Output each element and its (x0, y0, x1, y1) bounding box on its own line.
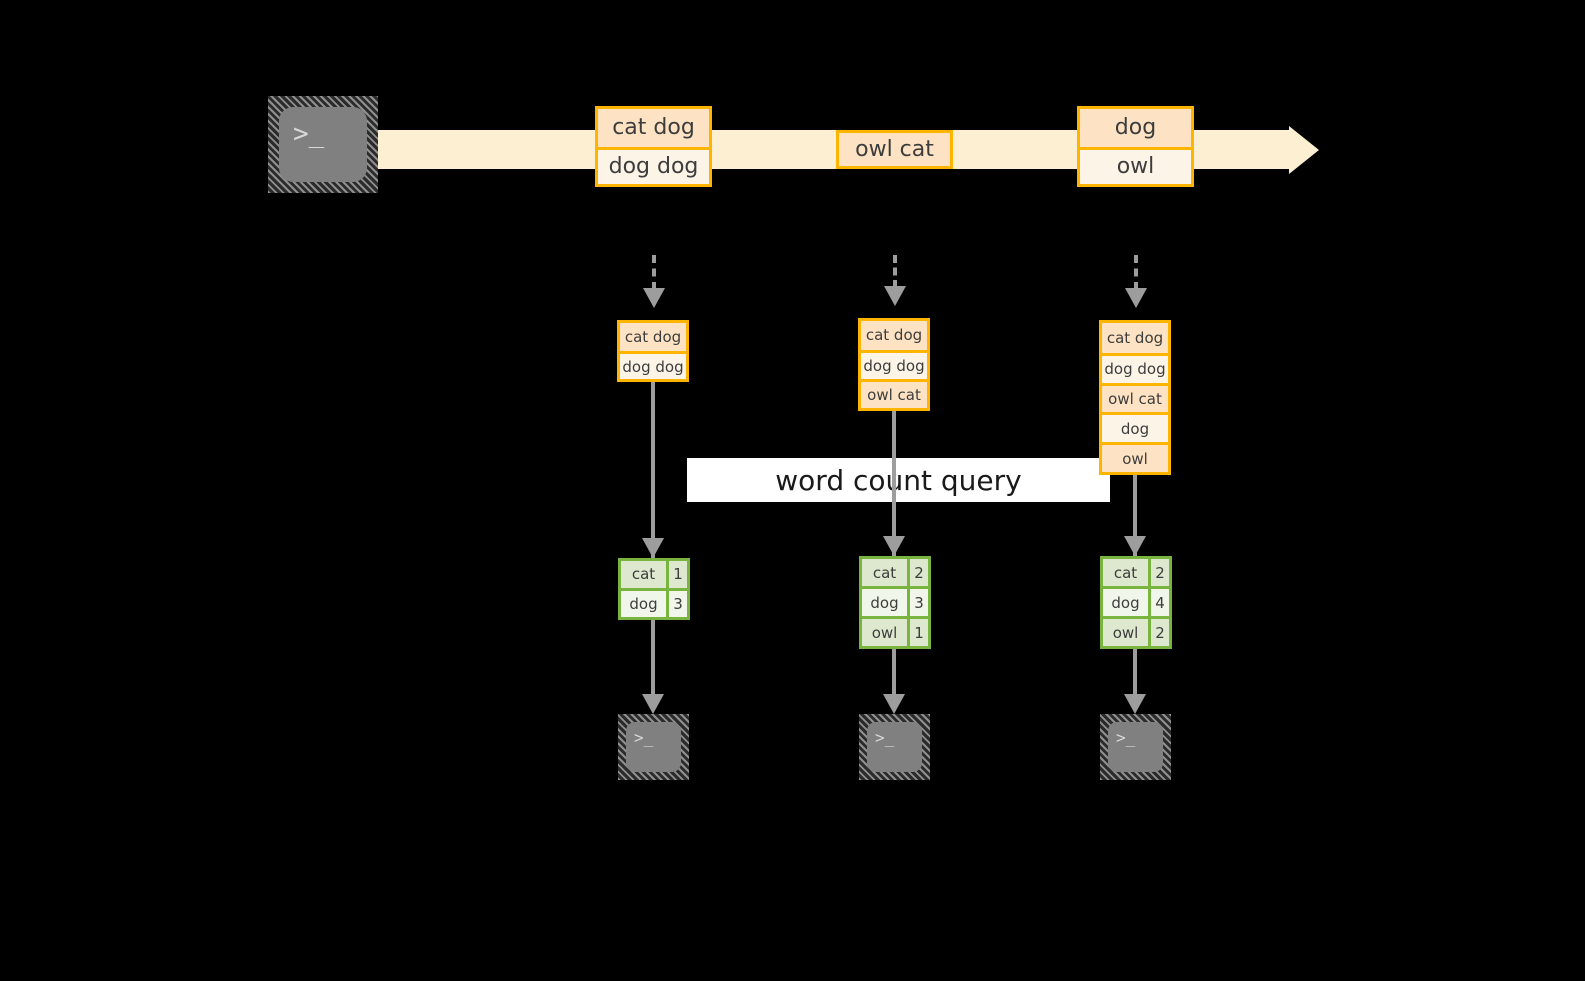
result-row: dog 4 (1103, 586, 1169, 616)
trigger-connector (652, 255, 656, 290)
query-connector (892, 411, 896, 556)
result-row: dog 3 (621, 587, 687, 617)
stream-record-line: dog (1080, 109, 1191, 147)
trigger-arrowhead (1125, 288, 1147, 308)
result-word: owl (862, 619, 910, 646)
input-table-row: dog dog (620, 351, 686, 379)
result-count: 2 (1151, 559, 1169, 586)
input-table-row: owl cat (1102, 382, 1168, 413)
source-terminal-icon: >_ (268, 96, 378, 193)
trigger-connector (1134, 255, 1138, 290)
input-table-row: dog dog (1102, 352, 1168, 383)
result-count: 1 (910, 619, 928, 646)
query-label-banner: word count query (687, 458, 1110, 502)
result-table: cat 1 dog 3 (618, 558, 690, 620)
result-row: owl 1 (862, 616, 928, 646)
result-count: 3 (669, 590, 687, 617)
sink-connector (1133, 649, 1137, 696)
result-row: cat 2 (862, 559, 928, 586)
stream-record-line: owl (1080, 146, 1191, 184)
terminal-prompt-glyph: >_ (293, 119, 325, 149)
result-count: 4 (1151, 589, 1169, 616)
stream-record: dog owl (1077, 106, 1194, 187)
query-connector (1133, 475, 1137, 556)
sink-arrowhead (642, 694, 664, 714)
input-table-snapshot: cat dog dog dog owl cat dog owl (1099, 320, 1171, 475)
result-word: dog (862, 589, 910, 616)
result-table: cat 2 dog 3 owl 1 (859, 556, 931, 649)
result-word: dog (621, 590, 669, 617)
terminal-prompt-glyph: >_ (875, 728, 895, 747)
result-row: owl 2 (1103, 616, 1169, 646)
sink-arrowhead (883, 694, 905, 714)
input-table-row: cat dog (1102, 323, 1168, 353)
terminal-screen: >_ (1108, 722, 1163, 772)
trigger-arrowhead (884, 286, 906, 306)
result-word: cat (621, 561, 669, 588)
result-word: cat (862, 559, 910, 586)
result-count: 3 (910, 589, 928, 616)
sink-arrowhead (1124, 694, 1146, 714)
terminal-prompt-glyph: >_ (634, 728, 654, 747)
input-table-row: owl (1102, 442, 1168, 472)
result-count: 1 (669, 561, 687, 588)
input-table-row: cat dog (620, 323, 686, 351)
input-table-row: dog (1102, 412, 1168, 443)
terminal-screen: >_ (626, 722, 681, 772)
query-connector (651, 382, 655, 558)
terminal-prompt-glyph: >_ (1116, 728, 1136, 747)
stream-record-line: owl cat (839, 133, 950, 166)
stream-record-line: dog dog (598, 146, 709, 184)
stream-record-line: cat dog (598, 109, 709, 147)
query-arrowhead (642, 538, 664, 558)
result-row: cat 2 (1103, 559, 1169, 586)
sink-terminal-icon: >_ (618, 714, 689, 780)
result-row: cat 1 (621, 561, 687, 588)
input-table-row: owl cat (861, 378, 927, 408)
query-label-text: word count query (775, 463, 1022, 497)
sink-connector (651, 620, 655, 696)
sink-terminal-icon: >_ (859, 714, 930, 780)
input-table-snapshot: cat dog dog dog (617, 320, 689, 382)
terminal-screen: >_ (867, 722, 922, 772)
input-table-row: cat dog (861, 321, 927, 350)
query-arrowhead (1124, 536, 1146, 556)
result-word: dog (1103, 589, 1151, 616)
input-table-snapshot: cat dog dog dog owl cat (858, 318, 930, 411)
sink-terminal-icon: >_ (1100, 714, 1171, 780)
result-row: dog 3 (862, 586, 928, 616)
result-word: cat (1103, 559, 1151, 586)
terminal-screen: >_ (279, 107, 367, 182)
result-word: owl (1103, 619, 1151, 646)
input-table-row: dog dog (861, 349, 927, 379)
result-table: cat 2 dog 4 owl 2 (1100, 556, 1172, 649)
trigger-connector (893, 255, 897, 288)
stream-record: cat dog dog dog (595, 106, 712, 187)
sink-connector (892, 649, 896, 696)
result-count: 2 (1151, 619, 1169, 646)
stream-record: owl cat (836, 130, 953, 169)
result-count: 2 (910, 559, 928, 586)
query-arrowhead (883, 536, 905, 556)
stream-arrow-head (1289, 125, 1319, 174)
trigger-arrowhead (643, 288, 665, 308)
